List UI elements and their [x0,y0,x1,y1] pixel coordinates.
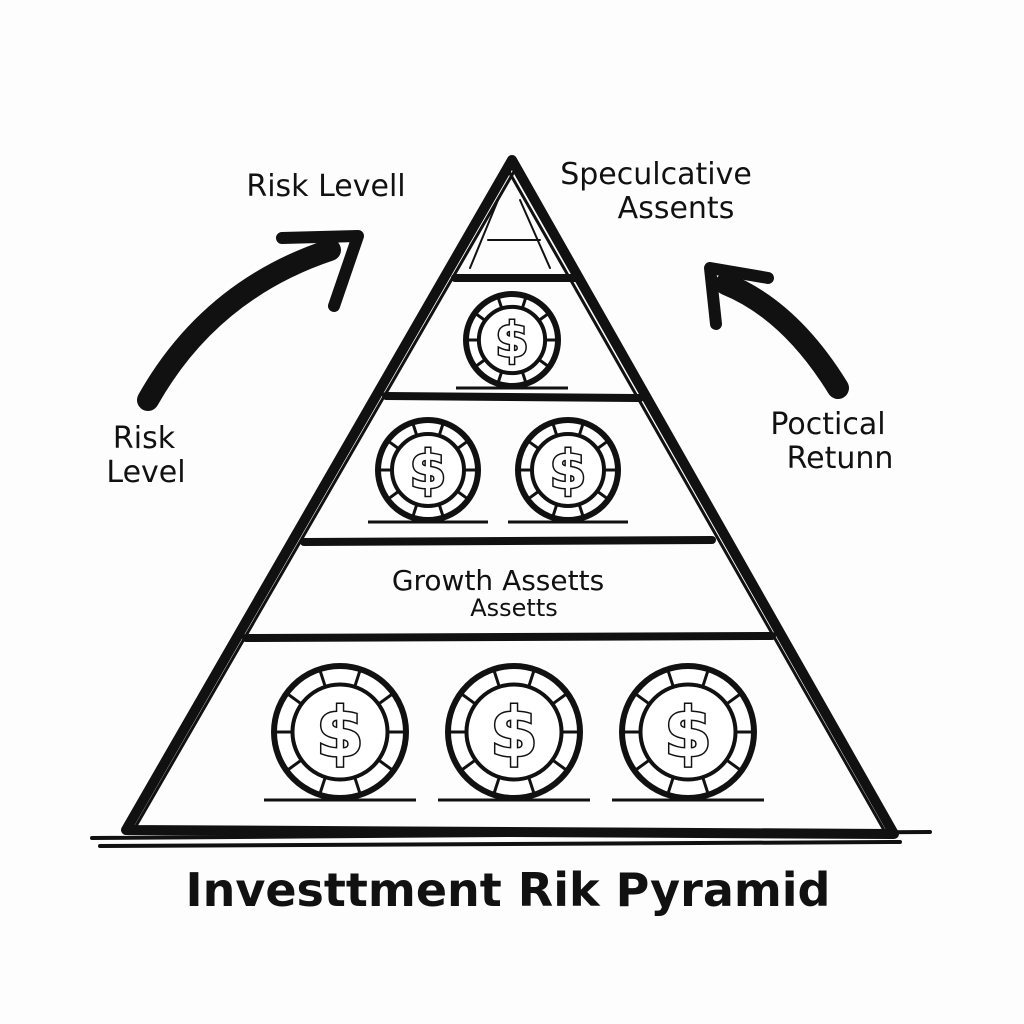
coin-notch [411,422,418,436]
coin-notch [286,759,302,772]
dollar-coin-icon: $ [456,291,568,390]
coin-notch [492,777,501,794]
diagram-title: Investtment Rik Pyramid [186,863,831,917]
coin-notch [387,490,399,501]
dollar-sign-icon: $ [490,693,538,773]
right-arrow-head [704,262,774,330]
coin-notch [527,490,539,501]
coin-notch [460,759,476,772]
coin-notch [538,312,550,322]
coin-face [290,682,390,782]
apex-shading [469,199,551,269]
left-arrow [137,230,364,411]
left-arrow-shaft [137,239,341,411]
coin-notch [527,670,536,687]
pyramid-outline [121,155,899,839]
coin-face [390,432,466,508]
coin-notch [318,777,327,794]
dollar-coin-icon: $ [508,417,628,524]
dollar-coin-icon: $ [612,663,764,802]
coin-notch [496,371,503,384]
coin-notch [578,504,585,518]
coin-notch [726,759,742,772]
coin-notch [578,422,585,436]
coin-face [638,682,738,782]
coin-notch [378,759,394,772]
left-arrow-head [276,230,364,312]
left-label-line-1: Risk [113,421,176,456]
coin-notch [552,759,568,772]
coin-notch [634,759,650,772]
coin-notch [378,692,394,705]
coin-notch [527,777,536,794]
coin-notch [538,358,550,368]
growth-label-line-2: Assetts [470,594,558,622]
ground-line [90,830,932,848]
coin-notch [474,312,486,322]
coin-notch [597,490,609,501]
coin-face [476,304,548,376]
coin-notch [666,777,675,794]
right-arrow-shaft [715,273,849,399]
dollar-sign-icon: $ [550,440,587,501]
coin-notch [551,504,558,518]
coin-notch [474,358,486,368]
coin-notch [527,439,539,450]
coin-face [464,682,564,782]
coin-notch [286,692,302,705]
dollar-sign-icon: $ [495,313,528,369]
tier-divider-2 [382,392,644,402]
dollar-coin-icon: $ [368,417,488,524]
coin-notch [726,692,742,705]
coin-notch [460,692,476,705]
coins: $ $ $ $ $ $ [264,291,764,802]
coin-notch [521,296,528,309]
coin-notch [552,692,568,705]
coin-notch [701,777,710,794]
coin-notch [438,422,445,436]
top-left-label: Risk Levell [246,169,405,204]
dollar-sign-icon: $ [664,693,712,773]
coin-notch [492,670,501,687]
coin-notch [457,490,469,501]
coin-notch [634,692,650,705]
growth-label-line-1: Growth Assetts [392,564,604,597]
coin-notch [318,670,327,687]
coin-face [530,432,606,508]
coin-notch [411,504,418,518]
left-label-line-2: Level [106,455,185,490]
coin-notch [353,670,362,687]
top-right-label-line-2: Assents [618,191,735,226]
coin-notch [551,422,558,436]
tier-divider-4 [242,632,776,642]
coin-notch [387,439,399,450]
coin-notch [701,670,710,687]
dollar-coin-icon: $ [438,663,590,802]
dollar-coin-icon: $ [264,663,416,802]
coin-notch [496,296,503,309]
coin-notch [521,371,528,384]
right-arrow [704,262,849,399]
top-right-label-line-1: Speculcative [560,157,752,192]
tier-divider-3 [300,536,716,546]
dollar-sign-icon: $ [410,440,447,501]
coin-notch [353,777,362,794]
coin-notch [666,670,675,687]
coin-notch [457,439,469,450]
dollar-sign-icon: $ [316,693,364,773]
coin-notch [597,439,609,450]
coin-notch [438,504,445,518]
right-label-line-1: Poctical [770,407,885,442]
pyramid [90,155,932,848]
right-label-line-2: Retunn [787,441,894,476]
